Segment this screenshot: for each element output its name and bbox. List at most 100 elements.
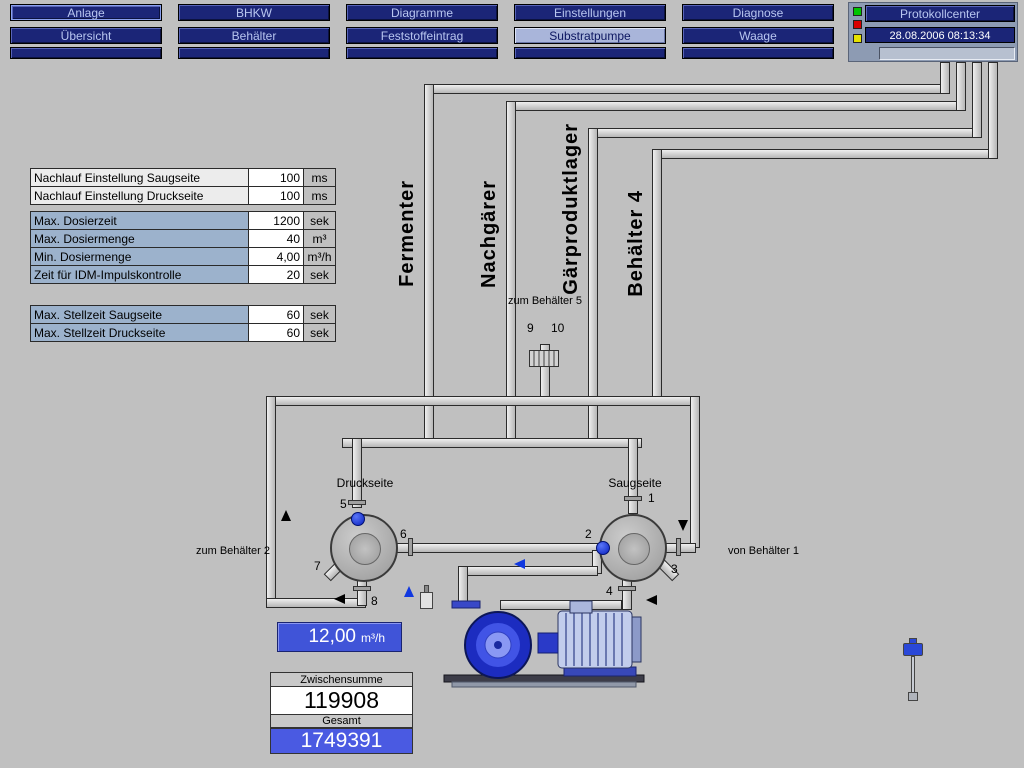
branch-valve-icon[interactable] [529,350,559,367]
param-unit: sek [303,323,336,342]
param-unit: sek [303,211,336,230]
subtotal-label: Zwischensumme [270,672,413,687]
protokoll-input[interactable] [879,47,1015,60]
nav-button-substratpumpe[interactable]: Substratpumpe [514,27,666,44]
flow-rate-value: 12,00 [308,626,356,647]
sensor-stem-icon [911,656,915,694]
param-label: Zeit für IDM-Impulskontrolle [30,265,249,284]
param-value[interactable]: 40 [248,229,304,248]
pipe-segment [652,149,998,159]
dosierung-table: Max. Dosierzeit 1200 sek Max. Dosiermeng… [30,211,336,284]
valve-indicator-saug[interactable] [596,541,610,555]
druckseite-manifold[interactable] [330,514,398,582]
table-row: Min. Dosiermenge 4,00 m³/h [30,247,336,266]
pipe-segment [588,128,982,138]
tank-label-behaelter4: Behälter 4 [625,190,647,297]
tank-label-gaerproduktlager: Gärproduktlager [560,123,582,295]
nav-button-diagramme[interactable]: Diagramme [346,4,498,21]
param-value[interactable]: 60 [248,305,304,324]
nav-button-behaelter[interactable]: Behälter [178,27,330,44]
nav-button-feststoffeintrag[interactable]: Feststoffeintrag [346,27,498,44]
pipe-segment [628,438,638,514]
nav-spacer-bar [514,47,666,59]
nav-button-bhkw[interactable]: BHKW [178,4,330,21]
param-label: Max. Dosiermenge [30,229,249,248]
table-row: Zeit für IDM-Impulskontrolle 20 sek [30,265,336,284]
label-von-behaelter1: von Behälter 1 [728,545,799,557]
nav-button-diagnose[interactable]: Diagnose [682,4,834,21]
level-sensor-icon [903,643,923,656]
label-saugseite: Saugseite [608,476,662,490]
flange [676,538,681,556]
flow-arrow-blue-up-icon [404,586,414,597]
pipe-segment [500,600,622,610]
status-indicator-green [853,7,862,16]
flow-arrow-left-icon [646,595,657,605]
table-row: Max. Stellzeit Saugseite 60 sek [30,305,336,324]
param-value[interactable]: 1200 [248,211,304,230]
subtotal-value: 119908 [270,686,413,715]
nav-button-einstellungen[interactable]: Einstellungen [514,4,666,21]
param-label: Nachlauf Einstellung Druckseite [30,186,249,205]
valve-number: 8 [371,594,378,608]
valve-number: 10 [551,321,565,335]
manifold-hub [349,533,381,565]
valve-number: 7 [314,559,321,573]
nav-button-waage[interactable]: Waage [682,27,834,44]
param-unit: m³/h [303,247,336,266]
param-value[interactable]: 60 [248,323,304,342]
param-unit: m³ [303,229,336,248]
table-row: Max. Dosierzeit 1200 sek [30,211,336,230]
pump-gauge-stem-icon [424,585,429,593]
flange [408,538,413,556]
param-unit: sek [303,265,336,284]
pipe-segment [424,84,950,94]
valve-indicator-druck[interactable] [351,512,365,526]
nav-spacer-bar [346,47,498,59]
table-row: Max. Dosiermenge 40 m³ [30,229,336,248]
valve-number: 6 [400,527,407,541]
flow-arrow-down-icon [678,520,688,531]
param-value[interactable]: 100 [248,168,304,187]
total-value: 1749391 [270,728,413,754]
datetime-display: 28.08.2006 08:13:34 [865,27,1015,43]
param-value[interactable]: 20 [248,265,304,284]
param-unit: ms [303,168,336,187]
flow-arrow-up-icon [281,510,291,521]
pipe-segment [506,101,966,111]
nav-button-uebersicht[interactable]: Übersicht [10,27,162,44]
pipe-segment [396,543,600,553]
param-label: Max. Stellzeit Saugseite [30,305,249,324]
substrate-pump-graphic[interactable] [438,585,653,690]
saugseite-manifold[interactable] [599,514,667,582]
nav-spacer-bar [682,47,834,59]
stellzeit-table: Max. Stellzeit Saugseite 60 sek Max. Ste… [30,305,336,342]
pipe-segment [266,396,700,406]
nav-spacer-bar [10,47,162,59]
pipe-segment [342,438,642,448]
pipe-behaelter4 [652,149,662,406]
param-value[interactable]: 4,00 [248,247,304,266]
pipe-segment [940,62,950,94]
flow-arrow-left-icon [334,594,345,604]
flange [353,586,371,591]
status-indicator-red [853,20,862,29]
flange [624,496,642,501]
sensor-tip-icon [908,692,918,701]
label-druckseite: Druckseite [336,476,394,490]
tank-label-fermenter: Fermenter [396,180,418,287]
table-row: Nachlauf Einstellung Saugseite 100 ms [30,168,336,187]
param-label: Max. Stellzeit Druckseite [30,323,249,342]
manifold-hub [618,533,650,565]
param-label: Min. Dosiermenge [30,247,249,266]
param-unit: sek [303,305,336,324]
param-value[interactable]: 100 [248,186,304,205]
nav-button-anlage[interactable]: Anlage [10,4,162,21]
flow-rate-display: 12,00 m³/h [277,622,402,652]
param-label: Nachlauf Einstellung Saugseite [30,168,249,187]
pipe-segment [956,62,966,111]
protokollcenter-button[interactable]: Protokollcenter [865,5,1015,22]
pipe-nachgaerer [506,101,516,446]
pump-gauge-icon [420,592,433,609]
